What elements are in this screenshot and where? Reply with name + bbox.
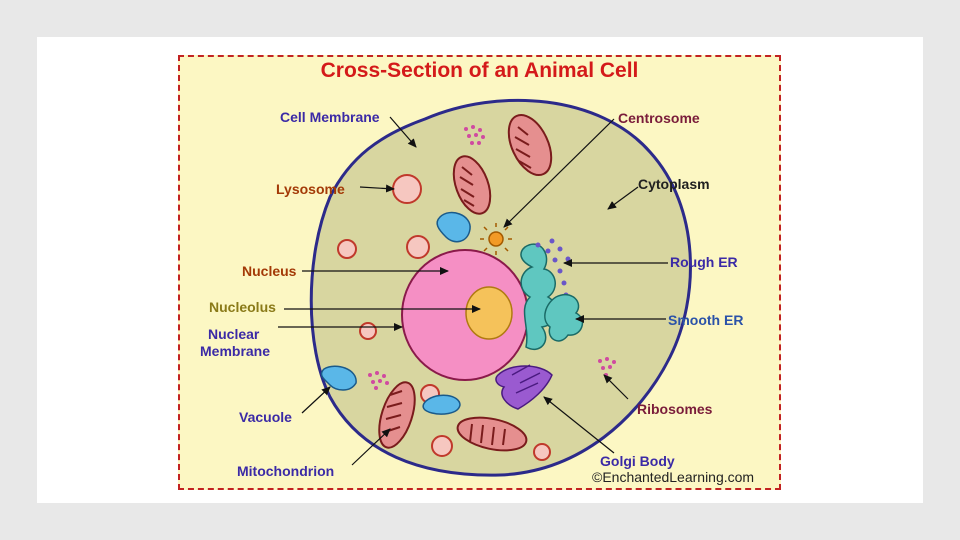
label-cell-membrane: Cell Membrane (280, 109, 380, 125)
vacuole-shape (436, 211, 471, 243)
label-golgi-body: Golgi Body (600, 453, 675, 469)
label-rough-er: Rough ER (670, 254, 738, 270)
golgi-body-shape (495, 364, 553, 410)
label-ribosomes: Ribosomes (637, 401, 713, 417)
ribosome-cluster (464, 125, 485, 145)
mitochondrion-shape (456, 416, 528, 452)
lysosome-shape (533, 443, 551, 461)
diagram-title: Cross-Section of an Animal Cell (320, 59, 639, 82)
copyright-credit: ©EnchantedLearning.com (592, 469, 755, 485)
label-nuclear-membrane-line2: Membrane (200, 343, 271, 359)
label-lysosome: Lysosome (276, 181, 345, 197)
animal-cell-diagram: Cross-Section of an Animal Cell (178, 55, 781, 490)
cell-illustration (278, 98, 692, 477)
nucleolus-shape (465, 286, 513, 340)
mitochondrion-shape (452, 155, 492, 215)
ribosome-cluster (368, 371, 389, 390)
lysosome-shape (406, 235, 430, 259)
label-nucleolus: Nucleolus (209, 299, 276, 315)
lysosome-shape (359, 322, 377, 340)
label-smooth-er: Smooth ER (668, 312, 744, 328)
lysosome-shape (337, 239, 357, 259)
vacuole-shape (422, 394, 461, 415)
smooth-er-shape (544, 293, 584, 342)
label-nucleus: Nucleus (242, 263, 297, 279)
label-centrosome: Centrosome (618, 110, 700, 126)
lysosome-shape (431, 435, 453, 457)
label-mitochondrion: Mitochondrion (237, 463, 335, 479)
centrosome-shape (480, 223, 512, 255)
label-cytoplasm: Cytoplasm (638, 176, 710, 192)
label-nuclear-membrane-line1: Nuclear (208, 326, 260, 342)
vacuole-shape (320, 365, 357, 391)
mitochondrion-shape (507, 114, 553, 176)
label-vacuole: Vacuole (239, 409, 292, 425)
lysosome-shape (392, 174, 422, 204)
label-pointers (278, 116, 668, 466)
